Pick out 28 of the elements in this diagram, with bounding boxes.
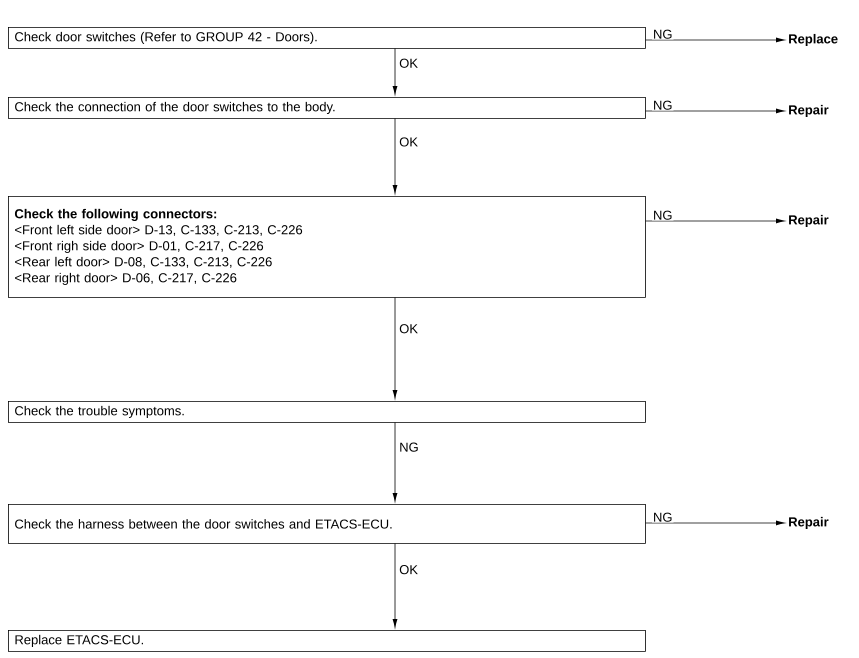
edge-label: OK (398, 564, 419, 576)
edge-label: NG (398, 442, 420, 453)
arrow (392, 543, 398, 628)
arrow (392, 118, 398, 194)
process-box: Check door switches (Refer to GROUP 42 - Doors). (8, 27, 646, 49)
result-text: Repair (789, 214, 828, 228)
arrow (645, 218, 785, 224)
process-box: Check the harness between the door switches and ETACS-ECU. (8, 504, 646, 544)
result-text: Replace (789, 34, 838, 46)
result-text: Repair (789, 516, 828, 530)
arrow (645, 38, 785, 42)
arrow (392, 422, 398, 502)
arrow (645, 108, 785, 114)
result-text: Repair (789, 104, 828, 118)
process-box: Replace ETACS-ECU. (8, 630, 646, 652)
process-box: Check the following connectors: <Front left side door> D-13, C-133, C-213, C-226 <Front righ side door> D-01, C-217, C-226 <Rear left door> D-08, C-133, C-213, C-226 <Rear right door> D-06, C-217, C-226 (8, 196, 646, 298)
edge-label: NG (652, 28, 674, 40)
edge-label: NG (652, 512, 674, 523)
edge-label: NG (652, 210, 674, 221)
edge-label: OK (398, 323, 419, 334)
process-box: Check the connection of the door switches to the body. (8, 97, 646, 119)
arrow (392, 297, 398, 399)
process-box: Check the trouble symptoms. (8, 401, 646, 423)
edge-label: NG (652, 100, 674, 111)
edge-label: OK (398, 58, 419, 69)
edge-label: OK (398, 136, 419, 148)
arrow (645, 520, 785, 526)
arrow (392, 48, 398, 95)
